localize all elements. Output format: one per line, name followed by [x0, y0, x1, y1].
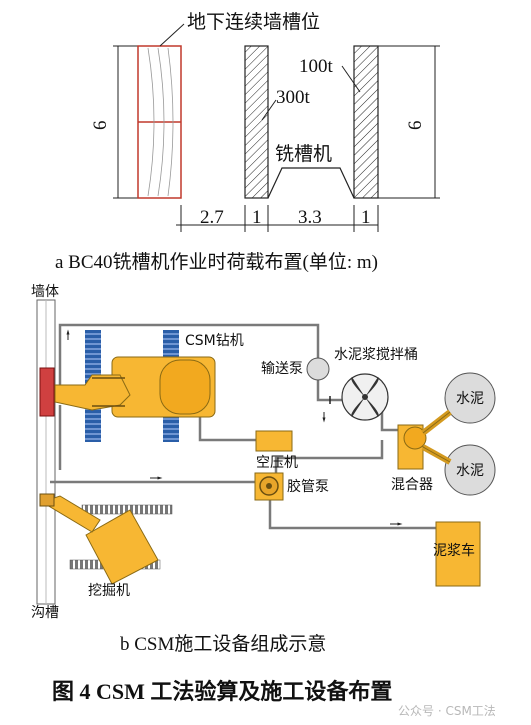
load-300t-leader [261, 99, 277, 121]
csm-rig [54, 330, 216, 442]
dim-2-7: 2.7 [200, 207, 224, 228]
pump-icon [306, 357, 330, 381]
mixer-bucket [341, 373, 389, 421]
csm-rig-label: CSM钻机 [185, 333, 244, 349]
cutter-head [39, 367, 55, 417]
mud-truck-label: 泥浆车 [433, 542, 475, 559]
excavator [39, 493, 173, 585]
cement-top-label: 水泥 [456, 391, 484, 407]
machine-label: 铣槽机 [275, 143, 332, 165]
wall-slot [137, 45, 182, 199]
cement-bottom-label: 水泥 [456, 463, 484, 479]
watermark: 公众号 · CSM工法 [398, 704, 496, 718]
compressor [255, 430, 293, 452]
cement-silo-bottom [444, 444, 496, 496]
dim-3-3: 3.3 [298, 207, 322, 228]
figure-title: 图 4 CSM 工法验算及施工设备布置 [52, 679, 392, 704]
height-left-label: 6 [90, 121, 111, 131]
right-height-dimension: 6 [378, 45, 440, 199]
mixer-bucket-label: 水泥浆搅拌桶 [334, 347, 418, 363]
hose-pump-label: 胶管泵 [287, 478, 329, 495]
right-track-100t [353, 45, 379, 199]
wall-slot-leader [159, 23, 185, 47]
load-100t-leader [341, 65, 361, 93]
cement-silo-top [444, 372, 496, 424]
wall-slot-label: 地下连续墙槽位 [187, 11, 320, 33]
load-300t-label: 300t [276, 87, 311, 108]
hose-pump [254, 472, 284, 501]
pump-label: 输送泵 [261, 361, 303, 377]
left-height-dimension: 6 [90, 45, 140, 199]
bottom-dimension-chain: 2.7 1 3.3 1 [176, 205, 379, 232]
rig-boom [54, 374, 131, 411]
pipe-network [50, 323, 436, 530]
compressor-label: 空压机 [256, 455, 298, 471]
excavator-label: 挖掘机 [88, 583, 130, 599]
dim-1-right: 1 [361, 207, 371, 228]
machine-body-outline [267, 167, 355, 199]
part-b-equipment-layout: 墙体 沟槽 [31, 284, 496, 655]
left-track-300t [244, 45, 269, 199]
dim-1-left: 1 [252, 207, 262, 228]
mixer-label: 混合器 [391, 477, 433, 493]
part-a-load-layout: 6 地下连续墙槽位 100t 300t 铣槽机 6 [55, 11, 440, 273]
load-100t-label: 100t [299, 56, 334, 77]
caption-a: a BC40铣槽机作业时荷载布置(单位: m) [55, 251, 378, 273]
wall-label: 墙体 [31, 284, 59, 300]
flow-arrows [66, 329, 403, 526]
height-right-label: 6 [405, 121, 426, 131]
mixer [397, 409, 452, 470]
caption-b: b CSM施工设备组成示意 [120, 633, 326, 655]
trench-label: 沟槽 [31, 605, 59, 621]
mud-truck [435, 521, 481, 587]
